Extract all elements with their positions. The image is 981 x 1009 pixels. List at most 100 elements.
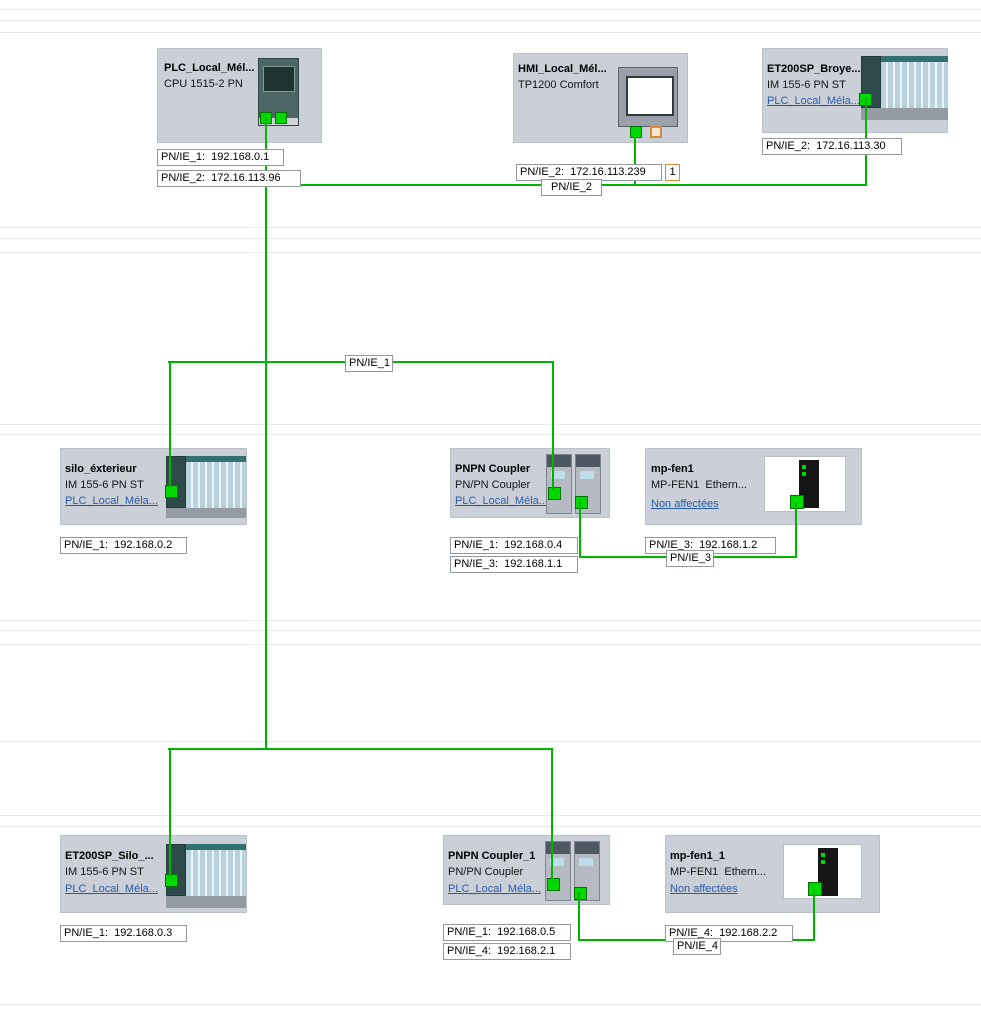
network-line-pnie1-coupler[interactable] (552, 361, 554, 490)
assigned-plc-link[interactable]: PLC_Local_Méla... (767, 95, 860, 107)
assigned-plc-link[interactable]: PLC_Local_Méla... (448, 883, 541, 895)
device-station-et200sp-broyeur[interactable]: ET200SP_Broye... IM 155-6 PN ST PLC_Loca… (762, 48, 948, 133)
hmi-device-image[interactable] (618, 67, 678, 127)
network-line-trunk[interactable] (265, 118, 267, 750)
network-line-pnie3-a[interactable] (579, 500, 581, 558)
hmi-dp-port[interactable] (650, 126, 662, 138)
address-label[interactable]: PN/IE_4: 192.168.2.2 (665, 925, 793, 942)
network-line-pnie4-b[interactable] (813, 890, 815, 941)
address-label[interactable]: PN/IE_3: 192.168.1.2 (645, 537, 776, 554)
device-station-mp-fen1[interactable]: mp-fen1 MP-FEN1 Ethern... Non affectées (645, 448, 862, 525)
network-line-pnie1-silo2[interactable] (169, 748, 171, 877)
device-name: ET200SP_Broye... (767, 63, 861, 75)
subnet-label-pnie2[interactable]: PN/IE_2 (541, 179, 602, 196)
device-station-pnpn-coupler-1[interactable]: PNPN Coupler_1 PN/PN Coupler PLC_Local_M… (443, 835, 610, 905)
network-line-pnie1-lower[interactable] (168, 748, 552, 750)
address-label[interactable]: PN/IE_4: 192.168.2.1 (443, 943, 571, 960)
coupler-label (551, 471, 565, 479)
et200sp-base-rail (166, 506, 246, 518)
network-line-pnie1-silo[interactable] (169, 361, 171, 488)
coupler-module-left (546, 454, 572, 514)
status-led (821, 860, 825, 864)
device-type: MP-FEN1 Ethern... (651, 479, 747, 491)
et200sp-device-image[interactable] (166, 456, 246, 518)
mp-fen-module (818, 848, 838, 896)
et200sp-io-modules (186, 456, 246, 508)
device-type: CPU 1515-2 PN (164, 78, 243, 90)
grid-line (0, 815, 981, 816)
mp-fen-device-image[interactable] (764, 456, 846, 512)
hmi-ethernet-port[interactable] (630, 126, 642, 138)
device-name: mp-fen1 (651, 463, 694, 475)
device-type: MP-FEN1 Ethern... (670, 866, 766, 878)
address-label[interactable]: PN/IE_2: 172.16.113.96 (157, 170, 301, 187)
coupler-module-right (575, 454, 601, 514)
hmi-screen (626, 76, 674, 116)
subnet-label-pnie1[interactable]: PN/IE_1 (345, 355, 393, 372)
grid-line (0, 620, 981, 621)
device-type: PN/PN Coupler (448, 866, 524, 878)
coupler-cap (576, 455, 600, 467)
address-label[interactable]: PN/IE_2: 172.16.113.30 (762, 138, 902, 155)
device-station-silo-exterieur[interactable]: silo_éxterieur IM 155-6 PN ST PLC_Local_… (60, 448, 247, 525)
device-station-hmi[interactable]: HMI_Local_Mél... TP1200 Comfort (513, 53, 688, 143)
et200sp-device-image[interactable] (166, 844, 246, 908)
network-line-pnie4-a[interactable] (578, 892, 580, 941)
coupler-port-x2[interactable] (575, 496, 588, 509)
device-station-plc[interactable]: PLC_Local_Mél... CPU 1515-2 PN (157, 48, 322, 143)
coupler-module-left (545, 841, 571, 901)
status-led (821, 853, 825, 857)
unassigned-link[interactable]: Non affectées (651, 498, 719, 510)
mp-fen-module (799, 460, 819, 508)
device-station-mp-fen1-1[interactable]: mp-fen1_1 MP-FEN1 Ethern... Non affectée… (665, 835, 880, 913)
device-type: TP1200 Comfort (518, 79, 599, 91)
status-led (802, 472, 806, 476)
address-label[interactable]: PN/IE_1: 192.168.0.5 (443, 924, 571, 941)
device-name: HMI_Local_Mél... (518, 63, 607, 75)
address-label[interactable]: PN/IE_3: 192.168.1.1 (450, 556, 578, 573)
coupler-label (550, 858, 564, 866)
device-name: PNPN Coupler (455, 463, 531, 475)
device-station-pnpn-coupler[interactable]: PNPN Coupler PN/PN Coupler PLC_Local_Mél… (450, 448, 610, 518)
et200sp-ethernet-port[interactable] (165, 485, 178, 498)
subnet-label-pnie3[interactable]: PN/IE_3 (666, 550, 714, 567)
address-label[interactable]: PN/IE_1: 192.168.0.2 (60, 537, 187, 554)
address-label[interactable]: PN/IE_1: 192.168.0.1 (157, 149, 284, 166)
assigned-plc-link[interactable]: PLC_Local_Méla... (65, 883, 158, 895)
device-type: IM 155-6 PN ST (65, 479, 144, 491)
device-name: silo_éxterieur (65, 463, 137, 475)
et200sp-device-image[interactable] (861, 56, 948, 120)
mp-fen-device-image[interactable] (783, 844, 862, 899)
coupler-port-x2[interactable] (574, 887, 587, 900)
grid-line (0, 741, 981, 742)
et200sp-io-modules (881, 56, 948, 108)
assigned-plc-link[interactable]: PLC_Local_Méla... (65, 495, 158, 507)
grid-line (0, 644, 981, 645)
et200sp-io-modules (186, 844, 246, 896)
et200sp-ethernet-port[interactable] (165, 874, 178, 887)
mp-fen-ethernet-port[interactable] (808, 882, 822, 896)
subnet-label-pnie4[interactable]: PN/IE_4 (673, 938, 721, 955)
grid-line (0, 434, 981, 435)
plc-display (263, 66, 295, 92)
device-type: PN/PN Coupler (455, 479, 531, 491)
mp-fen-ethernet-port[interactable] (790, 495, 804, 509)
coupler-device-image[interactable] (546, 454, 603, 515)
address-label[interactable]: PN/IE_1: 192.168.0.4 (450, 537, 578, 554)
network-line-pnie3-b[interactable] (795, 503, 797, 558)
address-label[interactable]: PN/IE_1: 192.168.0.3 (60, 925, 187, 942)
network-line-pnie1-coupler2[interactable] (551, 748, 553, 881)
coupler-port-x1[interactable] (547, 878, 560, 891)
network-line-pnie2-hmi[interactable] (634, 137, 636, 186)
status-led (802, 465, 806, 469)
assigned-plc-link[interactable]: PLC_Local_Méla... (455, 495, 548, 507)
coupler-port-x1[interactable] (548, 487, 561, 500)
unassigned-link[interactable]: Non affectées (670, 883, 738, 895)
device-name: PNPN Coupler_1 (448, 850, 536, 862)
device-name: ET200SP_Silo_... (65, 850, 154, 862)
grid-line (0, 252, 981, 253)
device-type: IM 155-6 PN ST (767, 79, 846, 91)
plc-ethernet-port-2[interactable] (275, 112, 287, 124)
device-station-et200sp-silo[interactable]: ET200SP_Silo_... IM 155-6 PN ST PLC_Loca… (60, 835, 247, 913)
